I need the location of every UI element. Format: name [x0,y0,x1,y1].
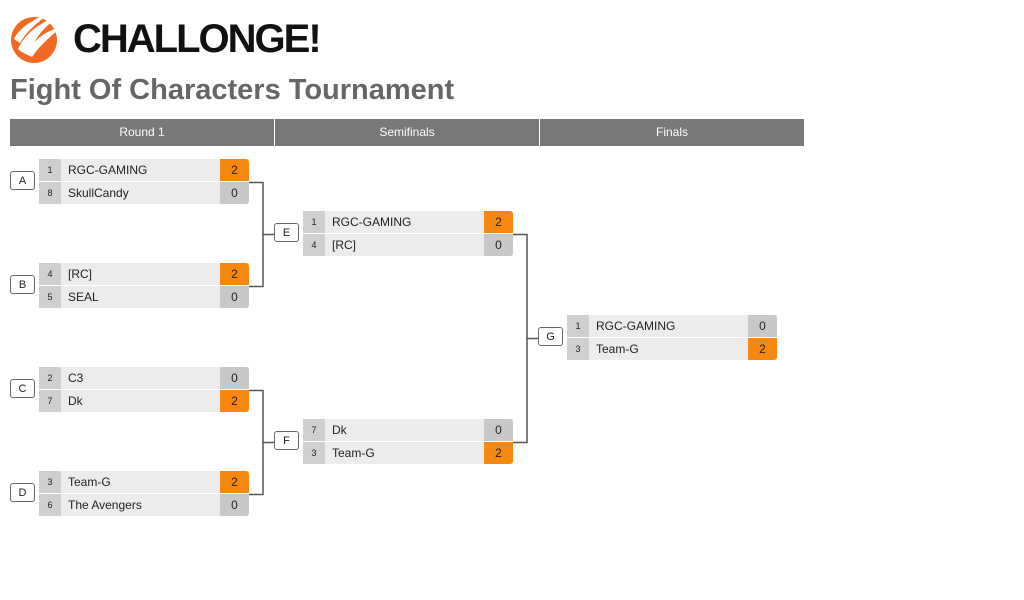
score: 2 [220,471,249,493]
participant-name: SkullCandy [68,186,129,200]
round-header-semifinals: Semifinals [275,119,539,146]
participant-name: RGC-GAMING [68,163,148,177]
score: 0 [484,234,513,256]
participant-row[interactable]: 1 RGC-GAMING 0 [567,315,777,338]
seed: 1 [567,315,589,337]
participant-name: SEAL [68,290,99,304]
seed: 1 [39,159,61,181]
participant-row[interactable]: 3 Team-G 2 [567,338,777,360]
participant-row[interactable]: 1 RGC-GAMING 2 [39,159,249,182]
round-header-round-1: Round 1 [10,119,274,146]
seed: 2 [39,367,61,389]
match-e[interactable]: E 1 RGC-GAMING 2 4 [RC] 0 [274,211,513,257]
seed: 6 [39,494,61,516]
participant-row[interactable]: 6 The Avengers 0 [39,494,249,516]
connector-a-b [249,181,264,288]
connector-e-f [513,233,528,444]
participant-row[interactable]: 4 [RC] 2 [39,263,249,286]
score: 2 [220,159,249,181]
participant-name: Dk [332,423,347,437]
seed: 1 [303,211,325,233]
participant-row[interactable]: 3 Team-G 2 [303,442,513,464]
participant-row[interactable]: 5 SEAL 0 [39,286,249,308]
round-header-finals: Finals [540,119,804,146]
participant-name: Team-G [68,475,111,489]
seed: 8 [39,182,61,204]
participant-name: [RC] [68,267,92,281]
participant-name: Team-G [332,446,375,460]
participant-name: RGC-GAMING [596,319,676,333]
match-a[interactable]: A 1 RGC-GAMING 2 8 SkullCandy 0 [10,159,249,205]
score: 0 [220,367,249,389]
participant-row[interactable]: 3 Team-G 2 [39,471,249,494]
match-c[interactable]: C 2 C3 0 7 Dk 2 [10,367,249,413]
participant-name: C3 [68,371,84,385]
seed: 7 [39,390,61,412]
score: 0 [220,286,249,308]
match-g[interactable]: G 1 RGC-GAMING 0 3 Team-G 2 [538,315,777,361]
participant-row[interactable]: 2 C3 0 [39,367,249,390]
participant-row[interactable]: 7 Dk 0 [303,419,513,442]
seed: 7 [303,419,325,441]
match-d[interactable]: D 3 Team-G 2 6 The Avengers 0 [10,471,249,517]
match-label: A [10,171,35,190]
challonge-logo[interactable]: CHALLONGE! [10,9,330,65]
match-b[interactable]: B 4 [RC] 2 5 SEAL 0 [10,263,249,309]
match-label: C [10,379,35,398]
score: 2 [484,442,513,464]
challonge-flame-icon [11,13,62,63]
score: 0 [748,315,777,337]
brand-name: CHALLONGE! [73,17,322,61]
participant-name: The Avengers [68,498,142,512]
seed: 4 [303,234,325,256]
participant-name: Team-G [596,342,639,356]
participant-row[interactable]: 4 [RC] 0 [303,234,513,256]
score: 2 [484,211,513,233]
participant-name: Dk [68,394,83,408]
connector-c-d [249,389,264,496]
score: 0 [220,494,249,516]
match-label: F [274,431,299,450]
participant-row[interactable]: 1 RGC-GAMING 2 [303,211,513,234]
participant-name: [RC] [332,238,356,252]
seed: 3 [567,338,589,360]
score: 2 [748,338,777,360]
score: 2 [220,390,249,412]
seed: 3 [39,471,61,493]
match-label: B [10,275,35,294]
participant-name: RGC-GAMING [332,215,412,229]
participant-row[interactable]: 7 Dk 2 [39,390,249,412]
seed: 4 [39,263,61,285]
score: 0 [220,182,249,204]
match-f[interactable]: F 7 Dk 0 3 Team-G 2 [274,419,513,465]
seed: 3 [303,442,325,464]
match-label: E [274,223,299,242]
seed: 5 [39,286,61,308]
score: 0 [484,419,513,441]
match-label: G [538,327,563,346]
match-label: D [10,483,35,502]
tournament-title: Fight Of Characters Tournament [10,74,455,106]
participant-row[interactable]: 8 SkullCandy 0 [39,182,249,204]
score: 2 [220,263,249,285]
